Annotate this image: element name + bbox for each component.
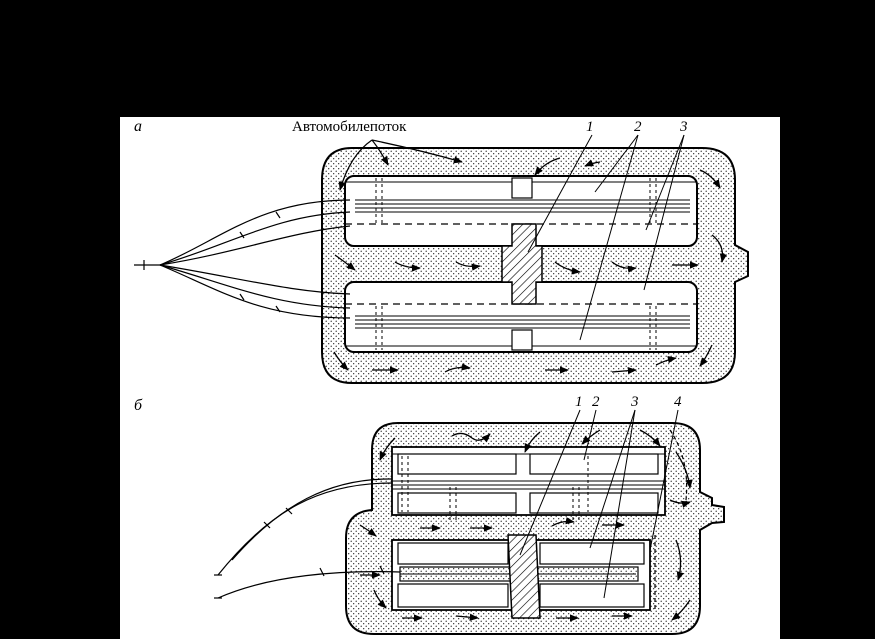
diagram-svg: а Автомобилепоток 1 2 3 bbox=[134, 118, 749, 635]
callout-a-1: 1 bbox=[586, 119, 594, 135]
airflow-arrows-b bbox=[359, 429, 693, 622]
partition-b bbox=[507, 534, 541, 619]
panel-a-letter: а bbox=[134, 118, 142, 135]
inlet-cables-a bbox=[134, 199, 351, 319]
traffic-flow-label: Автомобилепоток bbox=[292, 119, 407, 135]
panel-b-letter: б bbox=[134, 397, 143, 414]
leaders-a bbox=[527, 134, 685, 341]
callout-b-1: 1 bbox=[575, 394, 583, 410]
callout-a-3: 3 bbox=[679, 119, 688, 135]
leaders-b bbox=[519, 409, 679, 599]
callout-b-4: 4 bbox=[674, 394, 682, 410]
dashed-flow-b bbox=[654, 429, 688, 610]
airflow-arrows-a bbox=[333, 139, 728, 375]
callout-a-2: 2 bbox=[634, 119, 642, 135]
callout-b-2: 2 bbox=[592, 394, 600, 410]
panel-a: а Автомобилепоток 1 2 3 bbox=[134, 118, 749, 384]
panel-b: б 1 2 3 4 bbox=[134, 394, 725, 635]
callout-b-3: 3 bbox=[630, 394, 639, 410]
diagram-sheet: а Автомобилепоток 1 2 3 bbox=[120, 117, 780, 639]
